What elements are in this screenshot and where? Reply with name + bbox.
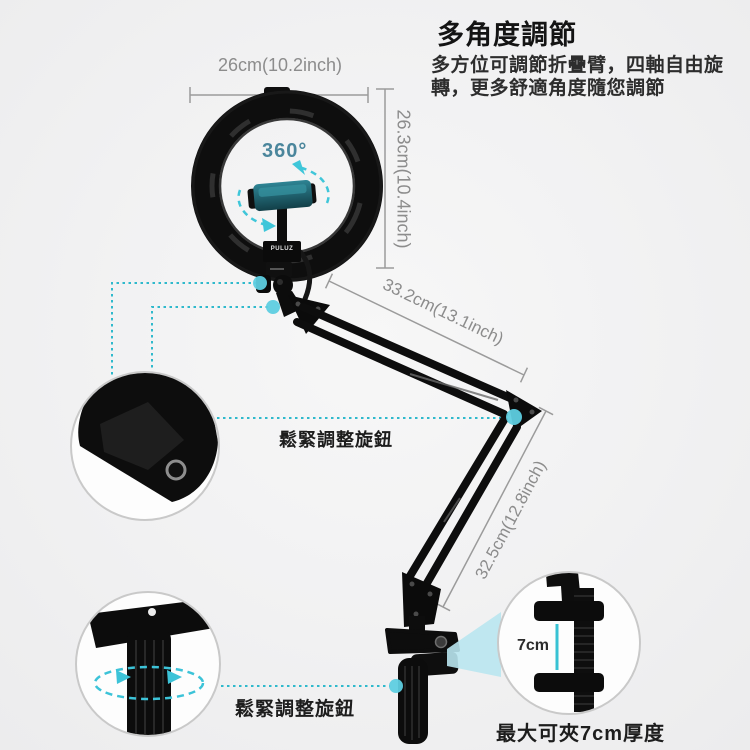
ring-led-glints <box>209 108 365 264</box>
clamp-bottom-jaw <box>534 673 604 692</box>
dim-line-lower-arm <box>435 406 554 612</box>
lower-arm-spring <box>443 497 461 523</box>
rotation-arrows-icon <box>237 160 330 232</box>
upper-arm <box>288 295 516 418</box>
rotation-360-label: 360° <box>262 140 308 162</box>
clamp-top-jaw <box>534 601 604 621</box>
page-title: 多角度調節 <box>437 20 577 50</box>
lower-arm <box>406 416 521 594</box>
callout-circle-mid-knob <box>70 371 220 521</box>
phone-holder-stem <box>277 204 287 246</box>
description-line-2: 轉，更多舒適角度隨您調節 <box>431 78 666 99</box>
dot-ball-head <box>266 300 280 314</box>
dim-label-ring-width: 26cm(10.2inch) <box>217 55 343 75</box>
brand-logo: PULUZ <box>270 246 294 252</box>
dimension-lines <box>189 87 554 612</box>
callout-leader-lines <box>111 282 504 687</box>
description-line-1: 多方位可調節折疊臂，四軸自由旋 <box>431 55 724 76</box>
bottom-knob-label: 鬆緊調整旋鈕 <box>235 699 356 720</box>
clamp-gap-label: 7cm <box>517 637 550 654</box>
callout-circle-bottom-knob <box>75 591 221 737</box>
clamp-capacity-label: 最大可夾7cm厚度 <box>496 723 666 745</box>
logo-plate <box>263 241 301 262</box>
desk-clamp <box>385 628 460 744</box>
ring-mount <box>256 241 303 317</box>
clamp-top-bracket <box>546 573 581 602</box>
callout-marker-dots <box>253 276 522 693</box>
upper-arm-spring <box>409 373 499 401</box>
dim-line-upper-arm <box>324 273 529 383</box>
phone-holder <box>247 179 317 246</box>
rotate-arrows-icon <box>93 665 205 701</box>
leader-line-ball-knob <box>111 282 257 378</box>
dot-handle-knob <box>389 679 403 693</box>
dot-ball-knob <box>253 276 267 290</box>
dim-line-ring-height <box>376 88 394 269</box>
mid-knob-label: 鬆緊調整旋鈕 <box>279 430 393 450</box>
clamp-screw-head <box>434 635 448 649</box>
dot-elbow-knob <box>506 409 522 425</box>
dim-label-ring-height: 26.3cm(10.4inch) <box>393 109 414 249</box>
magnify-beam <box>447 612 501 677</box>
leader-line-ball-head <box>151 306 268 371</box>
callout-circle-clamp <box>497 571 641 715</box>
